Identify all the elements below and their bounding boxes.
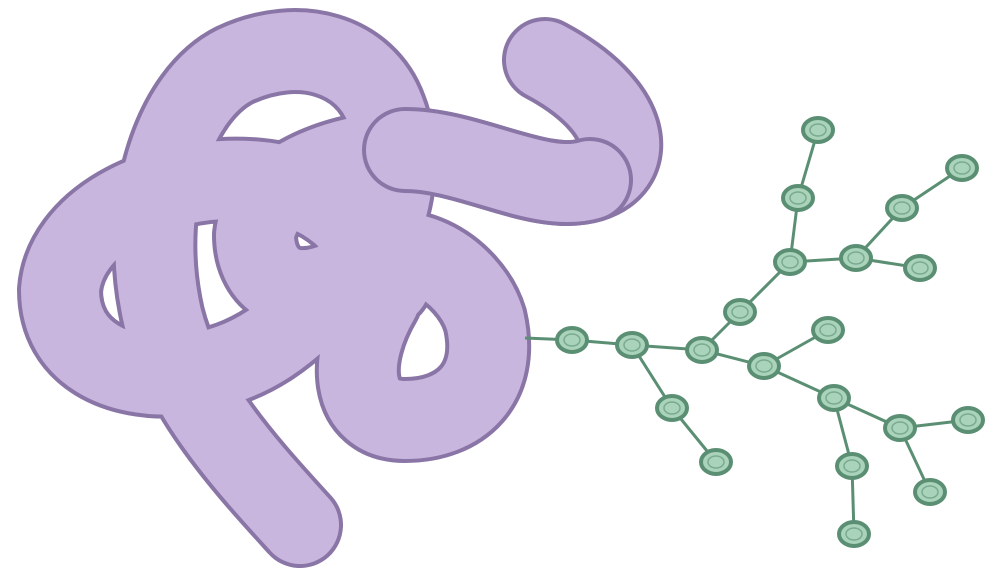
sugar-unit xyxy=(905,256,935,280)
sugar-unit xyxy=(813,318,843,342)
sugar-unit xyxy=(953,408,983,432)
sugar-unit xyxy=(557,328,587,352)
sugar-unit xyxy=(887,196,917,220)
sugar-unit xyxy=(803,118,833,142)
sugar-unit xyxy=(749,354,779,378)
sugar-unit xyxy=(775,250,805,274)
sugar-unit xyxy=(819,386,849,410)
sugar-unit xyxy=(617,333,647,357)
sugar-unit xyxy=(783,186,813,210)
sugar-unit xyxy=(701,450,731,474)
sugar-unit xyxy=(687,338,717,362)
sugar-unit xyxy=(947,156,977,180)
sugar-unit xyxy=(725,300,755,324)
sugar-unit xyxy=(841,246,871,270)
protein-chain-body xyxy=(60,51,620,525)
protein-crossing-body xyxy=(405,150,590,183)
sugar-unit xyxy=(657,396,687,420)
sugar-unit xyxy=(915,480,945,504)
sugar-unit xyxy=(839,522,869,546)
sugar-unit xyxy=(885,416,915,440)
protein-chain xyxy=(60,51,620,525)
sugar-unit xyxy=(837,454,867,478)
